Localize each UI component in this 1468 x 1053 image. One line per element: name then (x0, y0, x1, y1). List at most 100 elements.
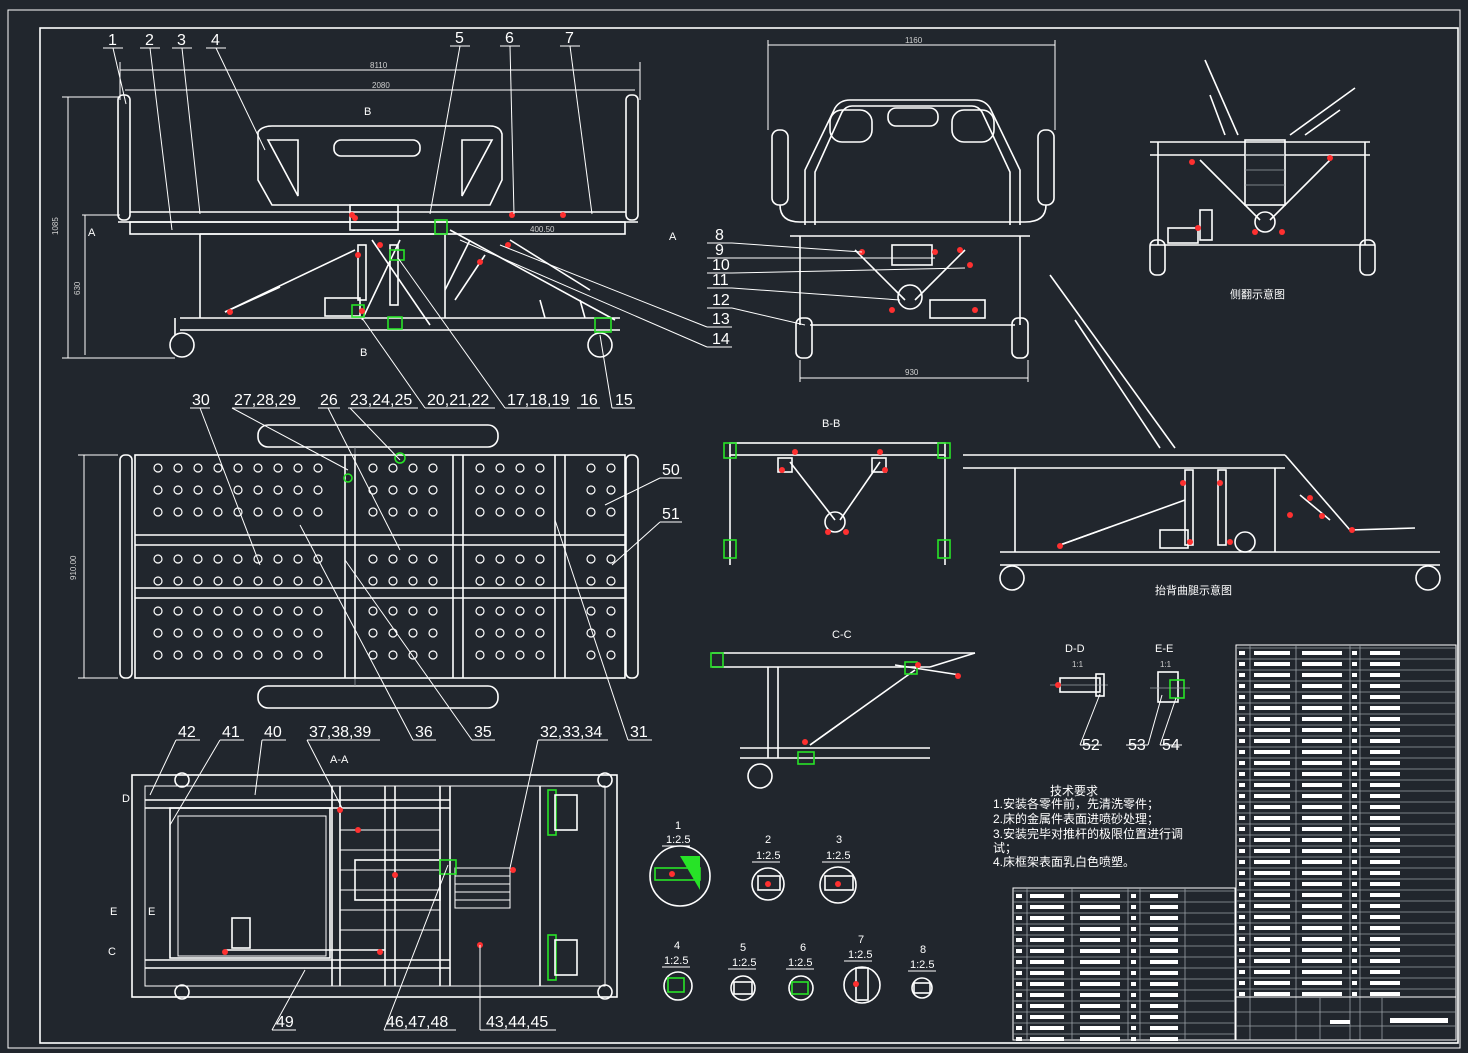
table-cell-text (1016, 1037, 1022, 1041)
table-cell-text (1352, 761, 1357, 765)
tech-title: 技术要求 (1050, 784, 1098, 798)
balloon-52: 52 (1082, 737, 1100, 754)
balloon-36: 36 (415, 724, 433, 741)
table-cell-text (1239, 827, 1245, 831)
label-ee-scale: 1:1 (1160, 660, 1172, 669)
balloon-49: 49 (276, 1014, 294, 1031)
mattress-hole (193, 463, 203, 473)
mattress-hole (313, 606, 323, 616)
table-cell-text (1239, 904, 1245, 908)
balloon-23-24-25: 23,24,25 (350, 392, 412, 409)
mattress-hole (213, 485, 223, 495)
mattress-hole (193, 576, 203, 586)
mattress-hole (368, 606, 378, 616)
balloons-plan: 30 27,28,29 26 23,24,25 50 51 36 35 31 (190, 392, 682, 741)
parts-list-bottom (1012, 887, 1236, 1041)
table-cell-text (1370, 739, 1400, 743)
mattress-hole (606, 606, 616, 616)
table-cell-text (1239, 981, 1245, 985)
table-cell-text (1370, 717, 1400, 721)
table-cell-text (1370, 684, 1400, 688)
mattress-hole (173, 485, 183, 495)
section-mark-d: D (122, 793, 130, 805)
table-cell-text (1254, 970, 1290, 974)
mattress-hole (253, 628, 263, 638)
table-cell-text (1016, 982, 1022, 986)
table-cell-text (1239, 772, 1245, 776)
mattress-hole (495, 554, 505, 564)
table-cell-text (1239, 651, 1245, 655)
mattress-hole (535, 554, 545, 564)
mattress-hole (368, 485, 378, 495)
table-cell-text (1080, 982, 1120, 986)
balloon-3: 3 (177, 32, 186, 49)
mattress-hole (515, 576, 525, 586)
balloon-16: 16 (580, 392, 598, 409)
mattress-hole (586, 463, 596, 473)
mattress-hole (428, 650, 438, 660)
detail-6-num: 6 (800, 942, 806, 954)
mattress-hole (535, 463, 545, 473)
table-cell-text (1302, 805, 1342, 809)
table-cell-text (1302, 981, 1342, 985)
dim-400-50: 400.50 (530, 225, 555, 234)
balloon-15: 15 (615, 392, 633, 409)
table-cell-text (1239, 937, 1245, 941)
mattress-hole (606, 485, 616, 495)
table-cell-text (1370, 772, 1400, 776)
table-cell-text (1080, 938, 1120, 942)
balloon-6: 6 (505, 30, 514, 47)
table-cell-text (1131, 927, 1136, 931)
mattress-hole (213, 507, 223, 517)
table-cell-text (1370, 937, 1400, 941)
mattress-hole (153, 576, 163, 586)
balloon-51: 51 (662, 506, 680, 523)
table-cell-text (1239, 882, 1245, 886)
balloon-31: 31 (630, 724, 648, 741)
balloon-50: 50 (662, 462, 680, 479)
balloon-13: 13 (712, 311, 730, 328)
label-ee: E-E (1155, 643, 1173, 655)
table-cell-text (1080, 993, 1120, 997)
mattress-hole (253, 606, 263, 616)
side-tilt-view: 侧翻示意图 (1149, 59, 1376, 301)
table-cell-text (1030, 960, 1064, 964)
balloon-7: 7 (565, 30, 574, 47)
mattress-hole (293, 463, 303, 473)
table-cell-text (1131, 1004, 1136, 1008)
table-cell-text (1370, 805, 1400, 809)
table-cell-text (1302, 860, 1342, 864)
mattress-hole (293, 485, 303, 495)
table-cell-text (1254, 926, 1290, 930)
table-cell-text (1302, 761, 1342, 765)
mattress-hole (428, 554, 438, 564)
table-cell-text (1254, 827, 1290, 831)
table-cell-text (1352, 706, 1357, 710)
table-cell-text (1239, 970, 1245, 974)
mattress-hole (606, 507, 616, 517)
table-cell-text (1239, 794, 1245, 798)
table-cell-text (1150, 1004, 1178, 1008)
table-cell-text (1302, 915, 1342, 919)
mattress-hole (173, 554, 183, 564)
table-cell-text (1254, 783, 1290, 787)
table-cell-text (1254, 805, 1290, 809)
mattress-hole (233, 628, 243, 638)
table-cell-text (1239, 706, 1245, 710)
mattress-hole (193, 507, 203, 517)
table-cell-text (1370, 992, 1400, 996)
detail-views: 1 1:2.5 2 1:2.5 3 1:2.5 4 1:2.5 5 1:2.5 … (649, 820, 936, 1004)
balloon-53: 53 (1128, 737, 1146, 754)
table-cell-text (1254, 739, 1290, 743)
title-block (1235, 996, 1457, 1041)
mattress-hole (273, 576, 283, 586)
balloons-row: 20,21,22 17,18,19 16 15 (361, 257, 635, 409)
table-cell-text (1352, 904, 1357, 908)
table-cell-text (1302, 816, 1342, 820)
mattress-hole (475, 554, 485, 564)
mattress-hole (293, 628, 303, 638)
detail-8-scale: 1:2.5 (910, 959, 934, 971)
balloon-40: 40 (264, 724, 282, 741)
balloon-5: 5 (455, 30, 464, 47)
detail-7-scale: 1:2.5 (848, 949, 872, 961)
